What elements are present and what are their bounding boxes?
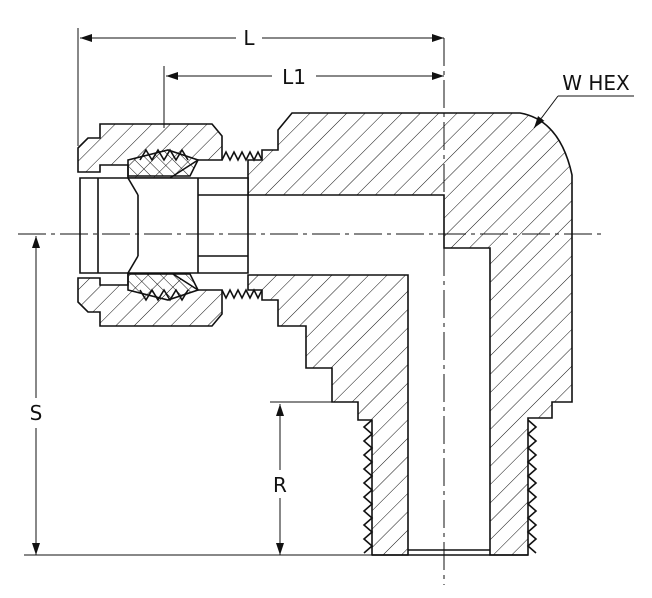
- callout-w-hex: W HEX: [533, 71, 634, 129]
- label-L1: L1: [282, 65, 306, 89]
- dimension-R: R: [270, 401, 358, 555]
- ferrule-teeth-bottom: [139, 288, 189, 302]
- dimension-S: S: [24, 236, 372, 556]
- body-stub-thread-bottom: [221, 288, 263, 300]
- dimension-L: L: [77, 26, 444, 146]
- dimension-L1: L1: [163, 65, 444, 128]
- pipe-thread-left: [362, 419, 374, 554]
- pipe-thread-right: [526, 419, 538, 554]
- ferrule: [127, 148, 200, 302]
- label-w-hex: W HEX: [562, 71, 630, 95]
- ferrule-top: [127, 149, 200, 177]
- tube-chamfer-bottom: [127, 255, 139, 274]
- label-L: L: [243, 26, 255, 50]
- label-S: S: [30, 401, 43, 425]
- tube-chamfer-top: [127, 177, 139, 196]
- body-upper-section: [247, 112, 573, 556]
- ferrule-bottom: [127, 273, 200, 301]
- tube-outline: [79, 177, 249, 274]
- ferrule-teeth-top: [139, 148, 189, 162]
- body-lower-section: [247, 274, 409, 556]
- elbow-body: [221, 112, 573, 556]
- w-hex-leader: [533, 95, 559, 129]
- body-stub-thread-top: [221, 150, 263, 162]
- tube: [79, 177, 249, 274]
- label-R: R: [273, 473, 287, 497]
